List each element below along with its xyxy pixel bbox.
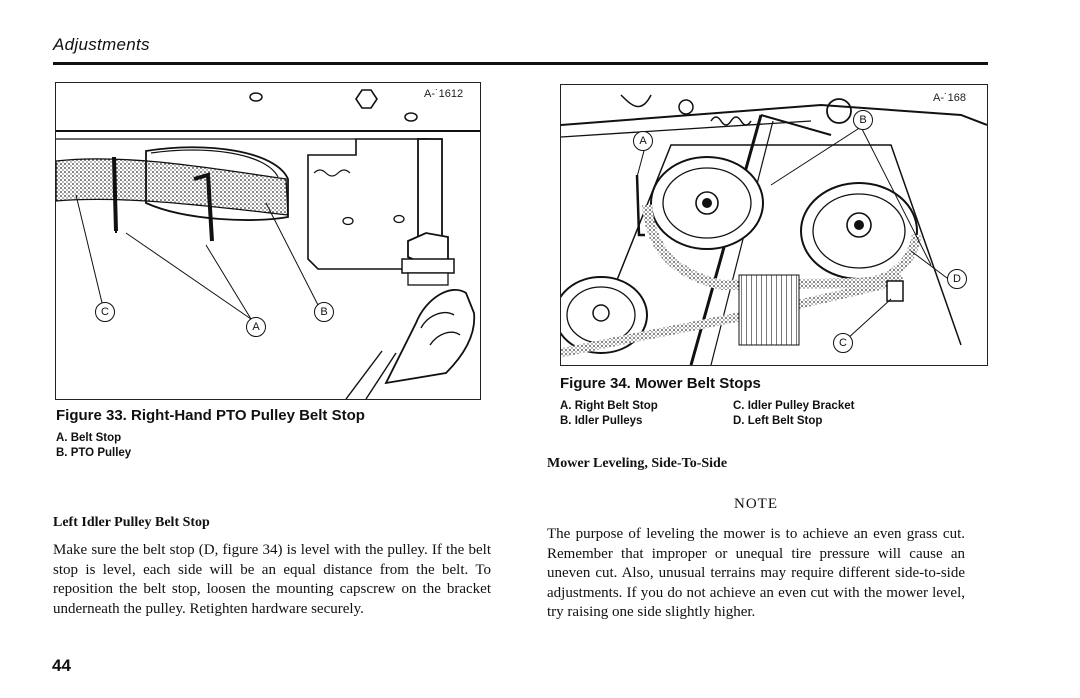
callout-b: B bbox=[853, 110, 873, 130]
legend-item: A. Right Belt Stop bbox=[560, 400, 658, 412]
figure-34-illustration: A-˙168 A B D C bbox=[560, 84, 988, 366]
page-number: 44 bbox=[52, 656, 71, 675]
section-title: Adjustments bbox=[53, 35, 150, 54]
figure-34-legend-left: A. Right Belt Stop B. Idler Pulleys bbox=[560, 399, 658, 429]
legend-item: A. Belt Stop bbox=[56, 432, 122, 444]
note-body: The purpose of leveling the mower is to … bbox=[547, 526, 965, 620]
note-heading: NOTE bbox=[734, 496, 778, 512]
left-idler-heading: Left Idler Pulley Belt Stop bbox=[53, 515, 210, 530]
callout-c: C bbox=[833, 333, 853, 353]
figure-34-drawing bbox=[561, 94, 987, 365]
legend-item: B. PTO Pulley bbox=[56, 447, 132, 459]
left-idler-body: Make sure the belt stop (D, figure 34) i… bbox=[53, 542, 491, 617]
figure-33-caption: Figure 33. Right-Hand PTO Pulley Belt St… bbox=[56, 407, 365, 424]
figure-33-illustration: A-˙1612 C A B bbox=[55, 82, 481, 400]
callout-b: B bbox=[314, 302, 334, 322]
legend-item: C. Idler Pulley Bracket bbox=[733, 400, 855, 412]
figure-34-caption: Figure 34. Mower Belt Stops bbox=[560, 375, 761, 392]
figure-34-legend-right: C. Idler Pulley Bracket D. Left Belt Sto… bbox=[733, 399, 854, 429]
legend-item: B. Idler Pulleys bbox=[560, 415, 643, 427]
header-rule bbox=[53, 62, 988, 65]
callout-d: D bbox=[947, 269, 967, 289]
figure-34-id: A-˙168 bbox=[933, 92, 967, 104]
mower-leveling-heading: Mower Leveling, Side-To-Side bbox=[547, 456, 728, 471]
figure-33-id: A-˙1612 bbox=[424, 88, 464, 100]
legend-item: D. Left Belt Stop bbox=[733, 415, 823, 427]
callout-a: A bbox=[246, 317, 266, 337]
callout-c: C bbox=[95, 302, 115, 322]
callout-a: A bbox=[633, 131, 653, 151]
figure-33-legend: A. Belt Stop B. PTO Pulley bbox=[56, 431, 131, 461]
figure-33-drawing bbox=[56, 89, 480, 399]
